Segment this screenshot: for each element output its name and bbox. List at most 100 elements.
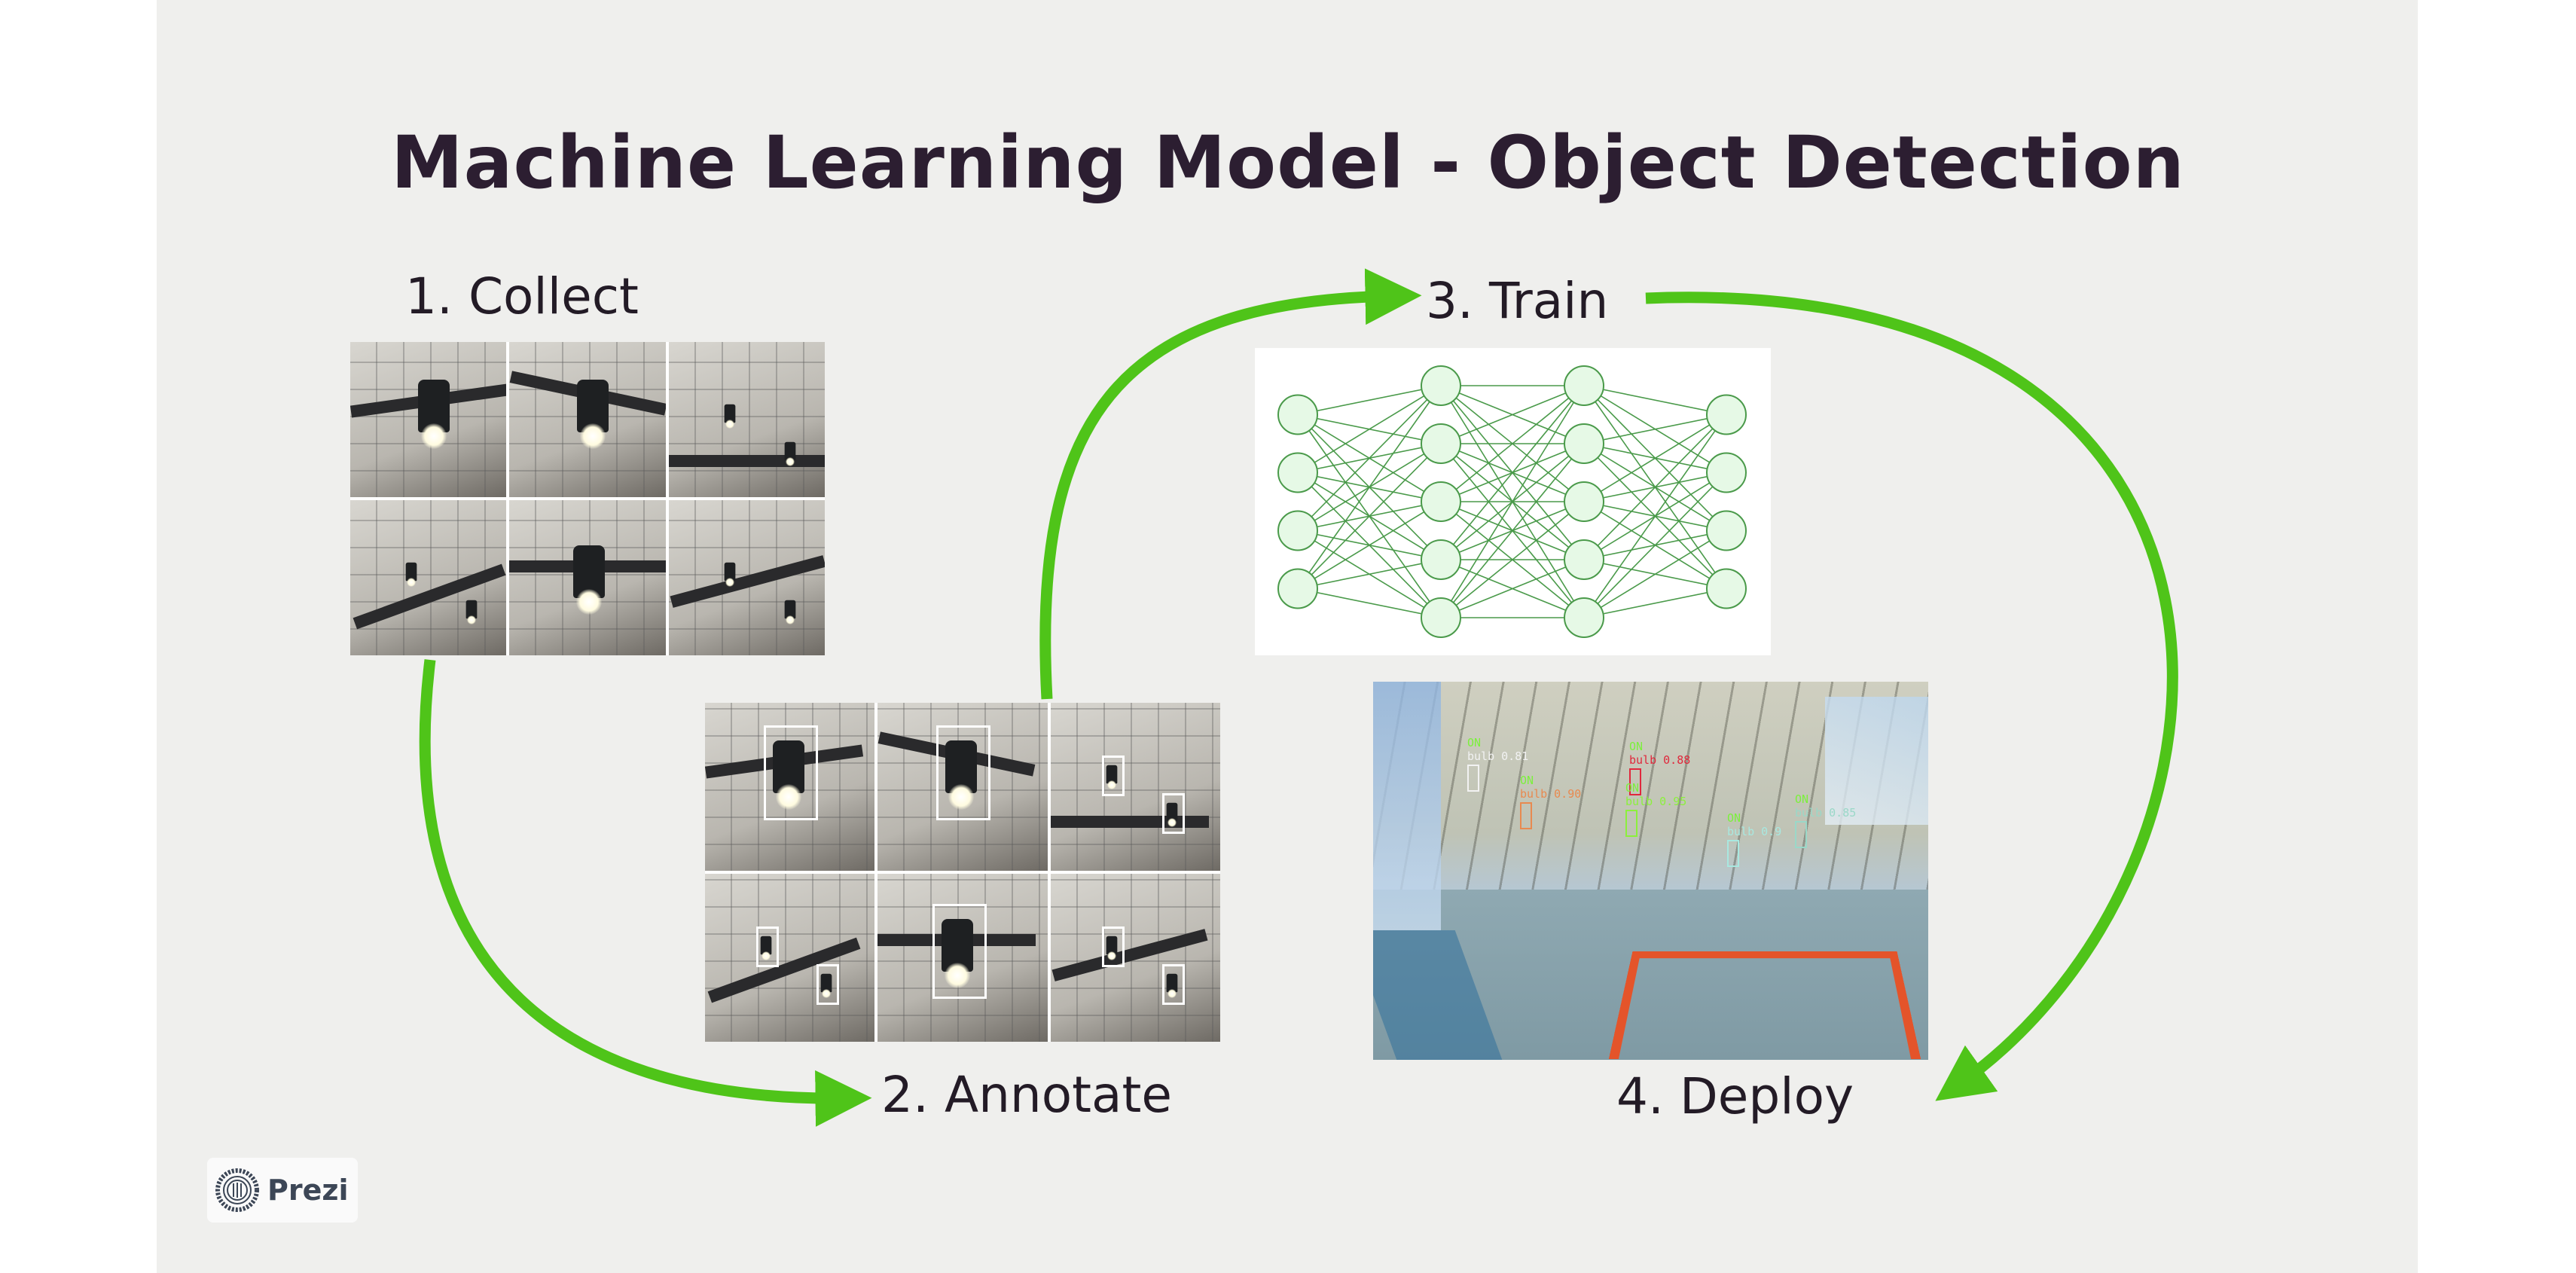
nn-connection	[1297, 501, 1442, 590]
nn-connection	[1583, 588, 1727, 618]
collected-photo	[509, 342, 666, 497]
detection-state: ON	[1467, 736, 1482, 749]
detection-state: ON	[1795, 792, 1809, 806]
nn-node	[1564, 481, 1604, 522]
detection-label: bulb 0.81	[1467, 749, 1529, 763]
nn-connection	[1440, 385, 1585, 560]
annotated-photo	[705, 703, 875, 871]
light-fixture	[760, 936, 772, 960]
step-annotate-label: 2. Annotate	[881, 1066, 1172, 1124]
collected-photo	[509, 500, 666, 655]
nn-node	[1421, 597, 1461, 638]
nn-node	[1706, 510, 1747, 551]
nn-node	[1706, 394, 1747, 435]
arrow-collect-to-annotate	[419, 659, 872, 1127]
nn-node	[1706, 568, 1747, 609]
nn-connection	[1297, 385, 1442, 416]
detection-label: bulb 0.90	[1520, 787, 1582, 801]
nn-node	[1421, 365, 1461, 406]
nn-connection	[1440, 385, 1585, 444]
prezi-logo[interactable]: Prezi	[207, 1158, 358, 1223]
light-fixture	[942, 919, 974, 988]
annotation-box	[1101, 756, 1125, 796]
skylight	[1825, 697, 1928, 825]
annotated-photo	[1050, 703, 1220, 871]
step-deploy-label: 4. Deploy	[1616, 1067, 1854, 1125]
step-collect-label: 1. Collect	[405, 267, 639, 325]
detection-label: bulb 0.88	[1629, 753, 1691, 767]
nn-connection	[1297, 385, 1442, 474]
nn-connection	[1297, 443, 1442, 590]
detection-box	[1795, 821, 1807, 848]
annotated-photo	[1050, 874, 1220, 1042]
nn-connection	[1583, 414, 1727, 560]
step-train-label: 3. Train	[1426, 272, 1609, 330]
nn-node	[1421, 423, 1461, 464]
nn-connection	[1297, 385, 1442, 589]
annotation-box	[936, 725, 991, 820]
collected-photo	[668, 342, 825, 497]
detection-state: ON	[1629, 740, 1644, 753]
nn-connection	[1297, 385, 1442, 532]
prezi-logo-text: Prezi	[267, 1174, 349, 1207]
detection-box	[1727, 840, 1739, 867]
nn-node	[1277, 452, 1318, 493]
light-fixture	[784, 600, 796, 624]
nn-connection	[1297, 559, 1442, 590]
annotated-photo	[877, 874, 1048, 1042]
detection-state: ON	[1625, 781, 1640, 795]
nn-connection	[1583, 385, 1727, 416]
nn-node	[1277, 568, 1318, 609]
collected-photo	[350, 500, 507, 655]
light-fixture	[820, 973, 832, 998]
nn-connection	[1440, 559, 1585, 618]
arrow-train-to-deploy	[1645, 292, 2178, 1101]
light-fixture	[724, 562, 736, 587]
nn-node	[1277, 510, 1318, 551]
nn-connection	[1440, 443, 1585, 618]
light-fixture	[1106, 765, 1118, 789]
nn-node	[1277, 394, 1318, 435]
light-fixture	[573, 545, 606, 615]
light-fixture	[945, 740, 978, 810]
nn-connection	[1440, 501, 1585, 618]
collected-images-grid	[350, 342, 825, 655]
slide-title: Machine Learning Model - Object Detectio…	[391, 121, 2185, 205]
nn-connection	[1440, 385, 1585, 502]
detection-label: bulb 0.9	[1727, 825, 1782, 838]
prezi-logo-icon	[215, 1168, 259, 1212]
annotation-box	[1161, 793, 1185, 834]
light-fixture	[773, 740, 804, 810]
nn-connection	[1583, 414, 1727, 618]
light-fixture	[724, 404, 736, 429]
nn-node	[1564, 365, 1604, 406]
light-fixture	[418, 380, 450, 449]
nn-node	[1421, 481, 1461, 522]
annotated-photo	[705, 874, 875, 1042]
nn-node	[1706, 452, 1747, 493]
nn-connection	[1583, 472, 1727, 618]
nn-node	[1564, 597, 1604, 638]
window-wall	[1373, 682, 1441, 930]
light-fixture	[405, 562, 417, 587]
detection-label: bulb 0.95	[1625, 795, 1687, 808]
arrow-annotate-to-train	[1039, 268, 1422, 700]
nn-connection	[1583, 414, 1727, 502]
light-fixture	[1106, 936, 1118, 960]
nn-node	[1564, 539, 1604, 580]
light-fixture	[465, 600, 478, 624]
collected-photo	[668, 500, 825, 655]
detection-box	[1467, 765, 1479, 792]
annotation-box	[1101, 927, 1125, 967]
nn-connection	[1583, 530, 1727, 618]
detection-box	[1520, 802, 1532, 829]
detection-box	[1629, 768, 1641, 795]
nn-node	[1564, 423, 1604, 464]
detection-label: bulb 0.85	[1795, 806, 1857, 820]
nn-connection	[1440, 385, 1585, 618]
annotation-box	[756, 927, 779, 967]
light-fixture	[784, 441, 796, 466]
annotated-images-grid	[705, 703, 1220, 1042]
annotation-box	[764, 725, 818, 820]
